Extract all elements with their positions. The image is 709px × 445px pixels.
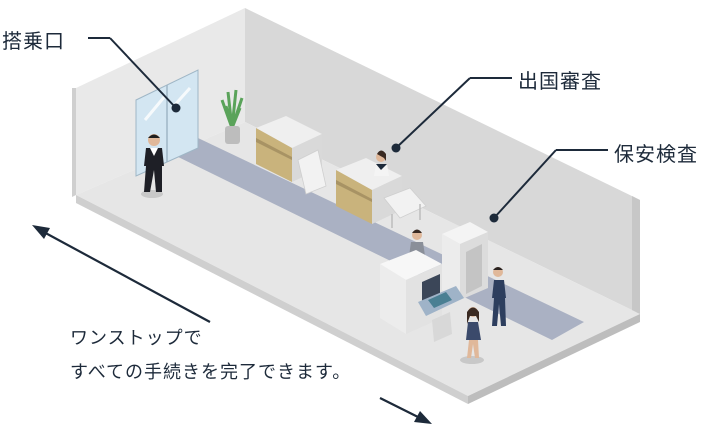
flow-arrow-right <box>380 398 432 424</box>
label-immigration: 出国審査 <box>518 65 602 94</box>
security-gate <box>442 222 488 300</box>
caption-line-2: すべての手続きを完了できます。 <box>70 358 351 384</box>
left-wall-edge <box>72 88 76 197</box>
label-security: 保安検査 <box>614 138 698 167</box>
right-wall <box>632 196 640 314</box>
caption-line-1: ワンストップで <box>70 324 203 350</box>
label-boarding-gate: 搭乗口 <box>2 25 65 54</box>
